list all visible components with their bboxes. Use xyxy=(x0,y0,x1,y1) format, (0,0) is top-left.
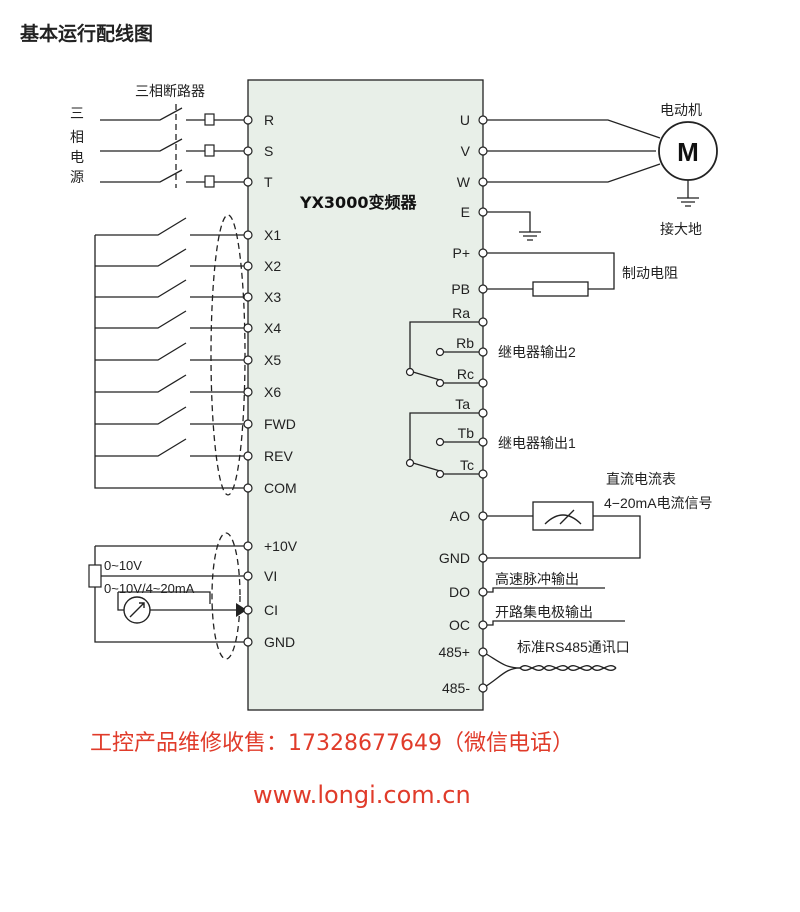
terminal-x3: X3 xyxy=(264,289,281,305)
breaker-phase-t xyxy=(100,169,248,188)
terminal-tc: Tc xyxy=(460,457,474,473)
terminal-485-minus: 485- xyxy=(442,680,470,696)
do-line xyxy=(483,587,605,593)
terminal-ci: CI xyxy=(264,602,278,618)
terminal-u: U xyxy=(460,112,470,128)
terminal-x5: X5 xyxy=(264,352,281,368)
motor-symbol: M xyxy=(677,137,699,167)
terminal-x1: X1 xyxy=(264,227,281,243)
output-pins xyxy=(478,511,488,693)
terminal-t: T xyxy=(264,174,273,190)
input-switches xyxy=(95,217,248,457)
relay1-contacts xyxy=(405,412,483,479)
analog-range-label: 0~10V/4~20mA xyxy=(104,581,195,596)
input-pins xyxy=(243,230,253,493)
motor-label: 电动机 xyxy=(660,102,702,118)
terminal-ra: Ra xyxy=(452,305,470,321)
terminal-e: E xyxy=(461,204,470,220)
analog-shield xyxy=(211,532,241,660)
breaker-phase-s xyxy=(100,138,248,157)
input-shield xyxy=(210,214,246,496)
oc-out-label: 开路集电极输出 xyxy=(495,604,593,620)
terminal-r: R xyxy=(264,112,274,128)
meter-signal-label: 4−20mA电流信号 xyxy=(604,495,713,511)
terminal-gnd-left: GND xyxy=(264,634,295,650)
supply-char-2: 相 xyxy=(70,129,84,145)
dc-meter-label: 直流电流表 xyxy=(606,471,676,487)
terminal-gnd-right: GND xyxy=(439,550,470,566)
rs485-twisted-pair xyxy=(482,651,617,689)
inverter-body xyxy=(247,79,484,711)
terminal-do: DO xyxy=(449,584,470,600)
breaker-label: 三相断路器 xyxy=(135,83,205,99)
terminal-ra-pin xyxy=(478,317,488,327)
supply-char-1: 三 xyxy=(70,105,84,121)
terminal-485-plus: 485+ xyxy=(438,644,470,660)
relay2-contacts xyxy=(405,321,483,388)
terminal-tb-pin xyxy=(478,437,488,447)
terminal-rev: REV xyxy=(264,448,293,464)
website-text: www.longi.com.cn xyxy=(253,781,471,809)
terminal-rc-pin xyxy=(478,378,488,388)
ground-label: 接大地 xyxy=(660,221,702,237)
potentiometer xyxy=(88,564,102,588)
terminal-vi: VI xyxy=(264,568,277,584)
analog-pins xyxy=(243,541,253,647)
terminal-tb: Tb xyxy=(458,425,475,441)
pulse-out-label: 高速脉冲输出 xyxy=(495,571,579,587)
terminal-t-pin xyxy=(243,177,253,187)
terminal-fwd: FWD xyxy=(264,416,296,432)
terminal-ta-pin xyxy=(478,408,488,418)
brake-wiring xyxy=(483,252,615,297)
analog-wiring xyxy=(88,545,248,643)
rs485-label: 标准RS485通讯口 xyxy=(517,639,630,655)
com-bus xyxy=(94,235,248,489)
brake-resistor-icon xyxy=(532,281,589,297)
ammeter-needle xyxy=(129,602,145,618)
dc-meter-icon xyxy=(532,501,594,531)
oc-line xyxy=(483,620,625,626)
terminal-v: V xyxy=(461,143,471,159)
page-title: 基本运行配线图 xyxy=(19,22,153,45)
terminal-x6: X6 xyxy=(264,384,281,400)
terminal-pb-pin xyxy=(478,284,488,294)
motor-wiring xyxy=(483,119,699,241)
terminal-s: S xyxy=(264,143,273,159)
meter-wiring xyxy=(483,501,641,559)
terminal-rb: Rb xyxy=(456,335,474,351)
relay2-label: 继电器输出2 xyxy=(498,344,576,360)
terminal-x4: X4 xyxy=(264,320,281,336)
terminal-s-pin xyxy=(243,146,253,156)
motor-icon xyxy=(658,121,718,181)
terminal-p-pin xyxy=(478,248,488,258)
terminal-tc-pin xyxy=(478,469,488,479)
terminal-com: COM xyxy=(264,480,297,496)
terminal-pb: PB xyxy=(451,281,470,297)
terminal-10v: +10V xyxy=(264,538,298,554)
terminal-w: W xyxy=(457,174,471,190)
brake-label: 制动电阻 xyxy=(622,265,678,281)
terminal-ta: Ta xyxy=(455,396,470,412)
inverter-model: YX3000变频器 xyxy=(299,193,417,212)
breaker-phase-r xyxy=(100,107,248,126)
terminal-x2: X2 xyxy=(264,258,281,274)
terminal-ao: AO xyxy=(450,508,470,524)
supply-char-4: 源 xyxy=(70,169,84,185)
pot-range-label: 0~10V xyxy=(104,558,142,573)
terminal-r-pin xyxy=(243,115,253,125)
terminal-rc: Rc xyxy=(457,366,474,382)
motor-pins xyxy=(478,115,488,217)
terminal-rb-pin xyxy=(478,347,488,357)
terminal-oc: OC xyxy=(449,617,470,633)
relay1-label: 继电器输出1 xyxy=(498,435,576,451)
supply-char-3: 电 xyxy=(70,149,84,165)
service-banner: 工控产品维修收售：17328677649（微信电话） xyxy=(90,731,574,756)
terminal-p-plus: P+ xyxy=(452,245,470,261)
